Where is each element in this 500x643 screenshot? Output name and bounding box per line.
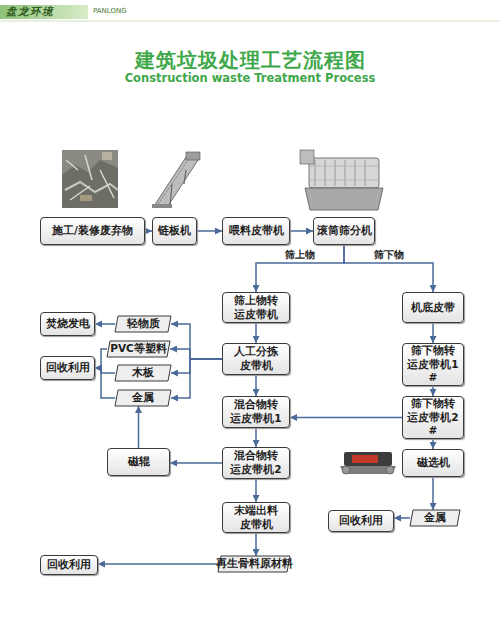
output-flag: 金属 xyxy=(410,510,460,526)
output-flag: PVC等塑料 xyxy=(107,341,170,357)
node-text: 混合物转运皮带机1 xyxy=(229,398,283,425)
output-flag: 木板 xyxy=(115,365,171,381)
node-text: 磁选机 xyxy=(417,456,450,470)
flow-connector xyxy=(432,386,434,396)
flow-connector xyxy=(432,323,434,343)
node-text: 末端出料皮带机 xyxy=(234,504,278,531)
flow-connector xyxy=(432,439,434,449)
flag-outline xyxy=(115,316,171,332)
header-band xyxy=(0,5,88,19)
node-text: 施工/装修废弃物 xyxy=(52,224,133,238)
process-box: 回收利用 xyxy=(40,356,95,380)
node-text: 回收利用 xyxy=(339,514,383,528)
node-text: 回收利用 xyxy=(46,361,90,375)
node-text: 木板 xyxy=(132,366,154,380)
flow-connector xyxy=(432,477,434,510)
flow-connector xyxy=(256,245,344,292)
output-flag: 金属 xyxy=(115,390,171,406)
node-text: 筛上物转运皮带机 xyxy=(229,294,283,321)
process-box: 筛上物转运皮带机 xyxy=(222,292,290,323)
process-box: 筛下物转运皮带机2# xyxy=(402,396,464,439)
process-box: 滚筒筛分机 xyxy=(313,217,375,245)
trommel-image xyxy=(300,150,383,210)
node-text: 金属 xyxy=(132,391,154,405)
flow-connector xyxy=(197,230,222,232)
flow-connector xyxy=(394,517,410,519)
flow-connector xyxy=(145,230,152,232)
brand-latin: PANLONG xyxy=(93,7,127,15)
flow-connector xyxy=(171,324,222,359)
flow-connector xyxy=(255,479,257,502)
chain-conveyor-image xyxy=(152,152,200,208)
output-flag: 再生骨料原材料 xyxy=(218,556,290,572)
process-box: 人工分拣皮带机 xyxy=(222,343,290,375)
flag-outline xyxy=(115,390,171,406)
flow-connector xyxy=(344,245,433,292)
process-box: 末端出料皮带机 xyxy=(222,502,290,533)
node-text: 磁辊 xyxy=(128,455,150,469)
diagram-title: 建筑垃圾处理工艺流程图 xyxy=(0,47,500,74)
flag-outline xyxy=(115,365,171,381)
flag-outline xyxy=(107,341,170,357)
flow-connector xyxy=(95,368,115,398)
flow-connector xyxy=(95,323,115,325)
node-text: 轻物质 xyxy=(127,317,160,331)
node-text: 回收利用 xyxy=(47,558,91,572)
node-text: 滚筒筛分机 xyxy=(317,224,372,238)
process-box: 回收利用 xyxy=(328,510,394,532)
output-flag: 轻物质 xyxy=(115,316,171,332)
flow-connector xyxy=(290,230,313,232)
process-box: 磁辊 xyxy=(107,448,170,476)
flow-connector xyxy=(95,349,107,368)
flow-connector xyxy=(138,406,140,448)
process-box: 混合物转运皮带机2 xyxy=(222,447,290,479)
process-box: 回收利用 xyxy=(40,555,98,575)
flow-connector xyxy=(290,417,402,419)
header-rule xyxy=(0,21,500,22)
node-text: 混合物转运皮带机2 xyxy=(229,449,283,476)
node-text: 链板机 xyxy=(158,224,191,238)
flow-connector xyxy=(255,375,257,396)
brand-name: 盘龙环境 xyxy=(6,5,54,19)
flow-connector xyxy=(255,323,257,343)
process-box: 机底皮带 xyxy=(402,292,464,323)
node-text: 筛下物转运皮带机2# xyxy=(406,397,460,438)
flow-connector xyxy=(171,359,222,373)
waste-photo xyxy=(62,150,118,208)
flow-connector xyxy=(170,349,222,359)
node-text: 焚烧发电 xyxy=(46,317,90,331)
edge-label: 筛下物 xyxy=(372,248,406,262)
node-text: 金属 xyxy=(424,511,446,525)
node-text: 机底皮带 xyxy=(411,301,455,315)
process-box: 混合物转运皮带机1 xyxy=(222,396,290,428)
node-text: 筛下物转运皮带机1# xyxy=(406,344,460,385)
process-box: 磁选机 xyxy=(402,449,464,477)
edge-label: 筛上物 xyxy=(283,248,317,262)
process-box: 焚烧发电 xyxy=(40,312,95,336)
flow-connector xyxy=(255,428,257,447)
magnetic-separator-image xyxy=(340,452,396,474)
node-text: 喂料皮带机 xyxy=(229,224,284,238)
flow-connector xyxy=(171,359,222,398)
process-box: 喂料皮带机 xyxy=(222,217,290,245)
process-box: 链板机 xyxy=(152,217,197,245)
process-box: 筛下物转运皮带机1# xyxy=(402,343,464,386)
flow-connector xyxy=(255,533,257,556)
flow-connector xyxy=(98,563,218,565)
node-text: 再生骨料原材料 xyxy=(216,557,293,571)
node-text: PVC等塑料 xyxy=(110,342,167,356)
node-text: 人工分拣皮带机 xyxy=(234,345,278,372)
flag-outline xyxy=(410,510,460,526)
subtitle: Construction waste Treatment Process xyxy=(0,71,500,85)
flow-connector xyxy=(170,462,222,464)
process-box: 施工/装修废弃物 xyxy=(40,217,145,245)
